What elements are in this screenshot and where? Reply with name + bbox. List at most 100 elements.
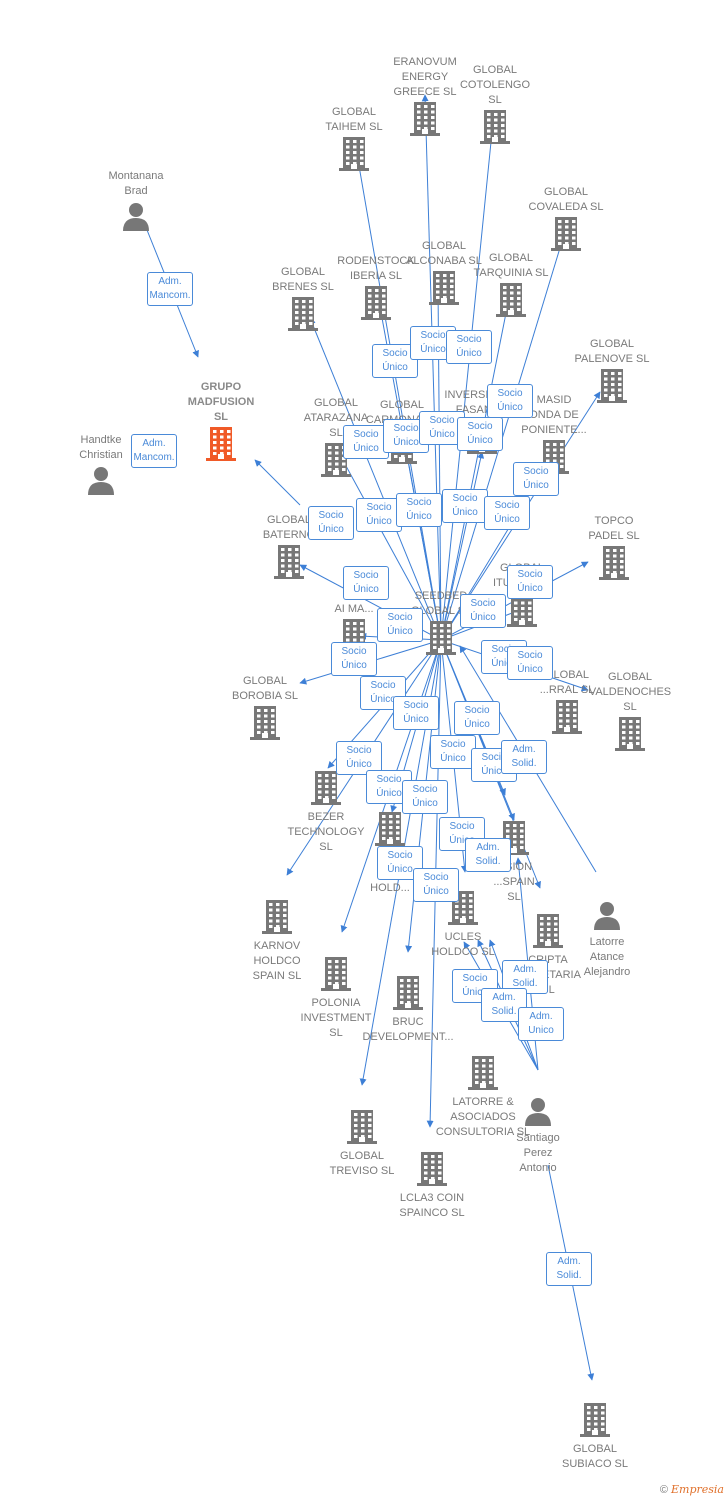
building-icon: [547, 369, 677, 408]
node-label: UCLES HOLDCO SL: [431, 931, 495, 958]
edge-label-su-29: Socio Único: [402, 780, 448, 814]
person-icon: [36, 465, 166, 500]
node-label: GLOBAL COVALEDA SL: [528, 186, 604, 213]
relationship-edge: [421, 94, 442, 641]
relationship-edge: [355, 159, 442, 641]
node-label: GLOBAL ALCONABA SL: [406, 240, 482, 267]
node-label: TOPCO PADEL SL: [588, 515, 640, 542]
node-label: GLOBAL BRENES SL: [272, 266, 334, 293]
building-icon: [261, 771, 391, 810]
company-node-cotolengo[interactable]: GLOBAL COTOLENGO SL: [430, 63, 560, 149]
edge-label-su-19: Socio Único: [331, 642, 377, 676]
building-icon: [457, 593, 587, 632]
node-label: GLOBAL VALDENOCHES SL: [588, 671, 672, 713]
company-node-latorre_asoc[interactable]: LATORRE & ASOCIADOS CONSULTORIA SL: [418, 1054, 548, 1140]
edge-label-su-24: Socio Único: [454, 701, 500, 735]
company-node-baterno[interactable]: GLOBAL BATERNO: [224, 513, 354, 584]
node-label: RODENSTOCK IBERIA SL: [337, 255, 415, 282]
person-node-handtke[interactable]: Handtke Christian: [36, 433, 166, 500]
node-label: GLOBAL TAIHEM SL: [325, 106, 383, 133]
company-node-atarazana[interactable]: GLOBAL ATARAZANA SL: [271, 396, 401, 482]
building-icon: [379, 271, 509, 310]
company-node-karnov[interactable]: KARNOV HOLDCO SPAIN SL: [212, 898, 342, 984]
edge-label-adm-solid-5: Adm. Solid.: [546, 1252, 592, 1286]
node-label: GLOBAL BATERNO: [262, 514, 316, 541]
building-icon: [271, 957, 401, 996]
node-label: MASID ONDA DE PONIENTE...: [521, 394, 587, 436]
company-node-subiaco[interactable]: GLOBAL SUBIACO SL: [530, 1401, 660, 1472]
edge-label-su-6: Socio Único: [419, 411, 465, 445]
company-node-palenove[interactable]: GLOBAL PALENOVE SL: [547, 337, 677, 408]
edge-label-su-26: Socio Único: [336, 741, 382, 775]
company-node-polonia[interactable]: POLONIA INVESTMENT SL: [271, 955, 401, 1041]
company-node-alconaba[interactable]: GLOBAL ALCONABA SL: [379, 239, 509, 310]
building-icon: [530, 1403, 660, 1442]
building-icon: [418, 1056, 548, 1095]
node-label: KARNOV HOLDCO SPAIN SL: [252, 940, 302, 982]
person-icon: [71, 201, 201, 236]
brand-logo-text: Empresia: [671, 1483, 724, 1496]
node-label: GLOBAL SUBIACO SL: [561, 1443, 629, 1470]
building-icon: [325, 812, 455, 851]
edge-label-adm-solid-2: Adm. Solid.: [465, 838, 511, 872]
building-icon: [360, 102, 490, 141]
node-label: GLOBAL ATARAZANA SL: [303, 397, 369, 439]
building-icon: [502, 700, 632, 739]
company-node-bezer[interactable]: BEZER TECHNOLOGY SL: [261, 769, 391, 855]
edge-label-su-32: Socio Único: [413, 868, 459, 902]
node-label: LATORRE & ASOCIADOS CONSULTORIA SL: [435, 1096, 531, 1138]
building-icon: [224, 545, 354, 584]
company-node-taihem[interactable]: GLOBAL TAIHEM SL: [289, 105, 419, 176]
company-node-covaleda[interactable]: GLOBAL COVALEDA SL: [501, 185, 631, 256]
edge-label-su-12: Socio Único: [396, 493, 442, 527]
node-label: GLOBAL ...RRAL SL: [539, 669, 595, 696]
node-label: BRUC DEVELOPMENT...: [362, 1016, 454, 1043]
company-node-rodenstock[interactable]: RODENSTOCK IBERIA SL: [311, 254, 441, 325]
company-node-bruc[interactable]: BRUC DEVELOPMENT...: [343, 974, 473, 1045]
company-node-ucles[interactable]: UCLES HOLDCO SL: [398, 889, 528, 960]
edge-label-adm-unico: Adm. Unico: [518, 1007, 564, 1041]
building-icon: [297, 1110, 427, 1149]
relationship-edge: [309, 317, 442, 641]
company-node-lcla3[interactable]: LCLA3 COIN SPAINCO SL: [367, 1150, 497, 1221]
edge-label-su-13: Socio Único: [442, 489, 488, 523]
edge-label-su-1: Socio Único: [372, 344, 418, 378]
node-label: Montanana Brad: [108, 170, 164, 197]
person-node-santiago[interactable]: Santiago Perez Antonio: [473, 1094, 603, 1176]
node-label: Handtke Christian: [79, 434, 123, 461]
company-node-globalrral[interactable]: GLOBAL ...RRAL SL: [502, 668, 632, 739]
edge-label-su-8: Socio Único: [487, 384, 533, 418]
node-label: GLOBAL PALENOVE SL: [574, 338, 650, 365]
edge-label-adm-solid-1: Adm. Solid.: [501, 740, 547, 774]
company-node-valdenoches[interactable]: GLOBAL VALDENOCHES SL: [565, 670, 695, 756]
edge-label-su-23: Socio Único: [393, 696, 439, 730]
copyright-symbol: ©: [659, 1484, 668, 1496]
company-node-madfusion[interactable]: GRUPO MADFUSION SL: [156, 380, 286, 466]
edge-label-su-4: Socio Único: [343, 425, 389, 459]
company-node-eranovum[interactable]: ERANOVUM ENERGY GREECE SL: [360, 55, 490, 141]
edge-label-su-25: Socio Único: [430, 735, 476, 769]
edge-label-su-17: Socio Único: [460, 594, 506, 628]
company-node-brenes[interactable]: GLOBAL BRENES SL: [238, 265, 368, 336]
node-label: BEZER TECHNOLOGY SL: [287, 811, 365, 853]
node-label: AI MA...: [334, 603, 374, 615]
person-node-montanana[interactable]: Montanana Brad: [71, 169, 201, 236]
building-icon: [271, 443, 401, 482]
company-node-tarquinia[interactable]: GLOBAL TARQUINIA SL: [446, 251, 576, 322]
node-label: LCLA3 COIN SPAINCO SL: [399, 1192, 465, 1219]
relationship-edge: [440, 451, 485, 641]
edge-label-su-3: Socio Único: [446, 330, 492, 364]
node-label: POLONIA INVESTMENT SL: [300, 997, 372, 1039]
building-icon: [430, 110, 560, 149]
building-icon: [289, 137, 419, 176]
person-icon: [542, 900, 672, 935]
company-node-topco[interactable]: TOPCO PADEL SL: [549, 514, 679, 585]
building-icon: [483, 914, 613, 953]
company-node-treviso[interactable]: GLOBAL TREVISO SL: [297, 1108, 427, 1179]
building-icon: [376, 621, 506, 660]
footer-credit: © Empresia: [660, 1483, 724, 1496]
company-node-borobia[interactable]: GLOBAL BOROBIA SL: [200, 674, 330, 745]
person-node-latorre_person[interactable]: Latorre Atance Alejandro: [542, 898, 672, 980]
relationship-edge: [254, 459, 301, 506]
building-icon-highlighted: [156, 427, 286, 466]
